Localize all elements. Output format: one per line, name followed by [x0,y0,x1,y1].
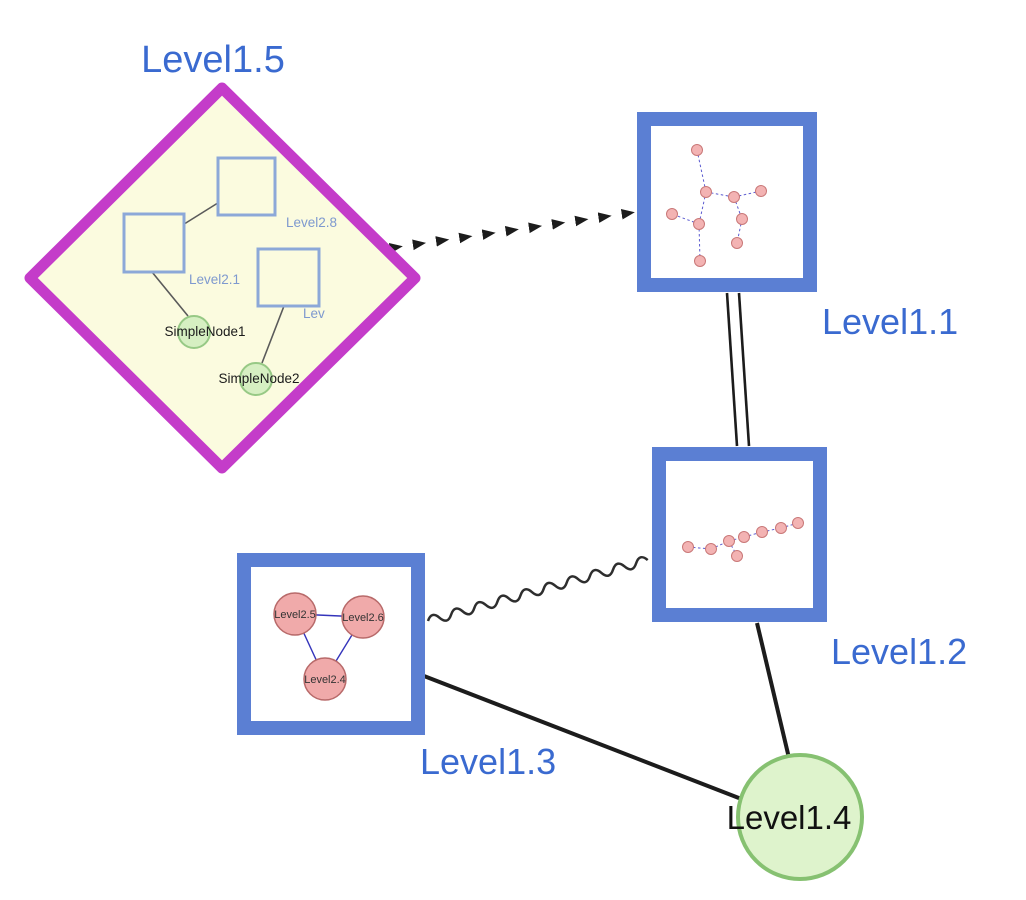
node-level12-label: Level1.2 [831,631,967,672]
node-simplenode2-label: SimpleNode2 [218,371,299,386]
thumb-node[interactable] [738,531,750,543]
node-lev-label: Lev [303,306,325,321]
thumb-node[interactable] [728,191,740,203]
node-level11-thumbnail-graph [666,144,767,267]
thumb-node[interactable] [694,255,706,267]
node-level26-circle[interactable] [341,595,385,639]
node-level21-square[interactable] [122,212,186,274]
node-level24-circle[interactable] [303,657,347,701]
node-level15-diamond[interactable] [24,82,421,474]
thumb-node[interactable] [723,535,735,547]
node-level12-thumbnail-graph [682,517,804,562]
thumb-edge [698,223,701,262]
node-level13-box[interactable] [237,553,425,735]
node-level11-label: Level1.1 [822,301,958,342]
node-level26-label: Level2.6 [342,612,384,624]
edge-level11-level12[interactable] [725,292,751,447]
thumb-node[interactable] [693,218,705,230]
thumb-node[interactable] [666,208,678,220]
node-level25-circle[interactable] [273,592,317,636]
thumb-node[interactable] [705,543,717,555]
thumb-node[interactable] [731,550,743,562]
thumb-edge [687,546,712,550]
thumb-node[interactable] [736,213,748,225]
thumb-edge [696,149,707,193]
edge-line [725,292,739,447]
thumb-node[interactable] [756,526,768,538]
node-simplenode1-label: SimpleNode1 [164,324,245,339]
thumb-node[interactable] [755,185,767,197]
node-lev-square[interactable] [256,247,321,308]
node-level14-label: Level1.4 [727,799,852,836]
thumb-edge [733,196,743,220]
inner-edge-sq2-sq1 [180,200,222,227]
node-level15-label: Level1.5 [141,39,285,81]
inner-edge-sq3-simplenode2 [261,305,285,364]
node-simplenode2-circle[interactable] [239,362,273,396]
thumb-node[interactable] [775,522,787,534]
inner-edge-sq2-simplenode1 [151,271,189,317]
thumb-node[interactable] [682,541,694,553]
edge-level15-level11-dashed-arrow[interactable] [388,208,635,254]
thumb-node[interactable] [691,144,703,156]
node-level13-label: Level1.3 [420,741,556,782]
node-level25-label: Level2.5 [274,609,316,621]
thumb-node[interactable] [731,237,743,249]
thumb-node[interactable] [700,186,712,198]
edge-level12-level14[interactable] [755,622,791,759]
edge-line [737,292,751,447]
node-level14-circle[interactable] [736,753,864,881]
node-level13-children: Level2.5 Level2.6 Level2.4 [273,592,385,701]
node-level28-label: Level2.8 [286,215,337,230]
node-level28-square[interactable] [216,156,277,217]
node-simplenode1-circle[interactable] [177,315,211,349]
edge-level13-level12-wavy[interactable] [426,555,649,626]
node-level11-box[interactable] [637,112,817,292]
edge-level13-level14[interactable] [423,674,745,802]
thumb-node[interactable] [792,517,804,529]
node-level24-label: Level2.4 [304,674,346,686]
node-level12-box[interactable] [652,447,827,622]
node-level21-label: Level2.1 [189,272,240,287]
